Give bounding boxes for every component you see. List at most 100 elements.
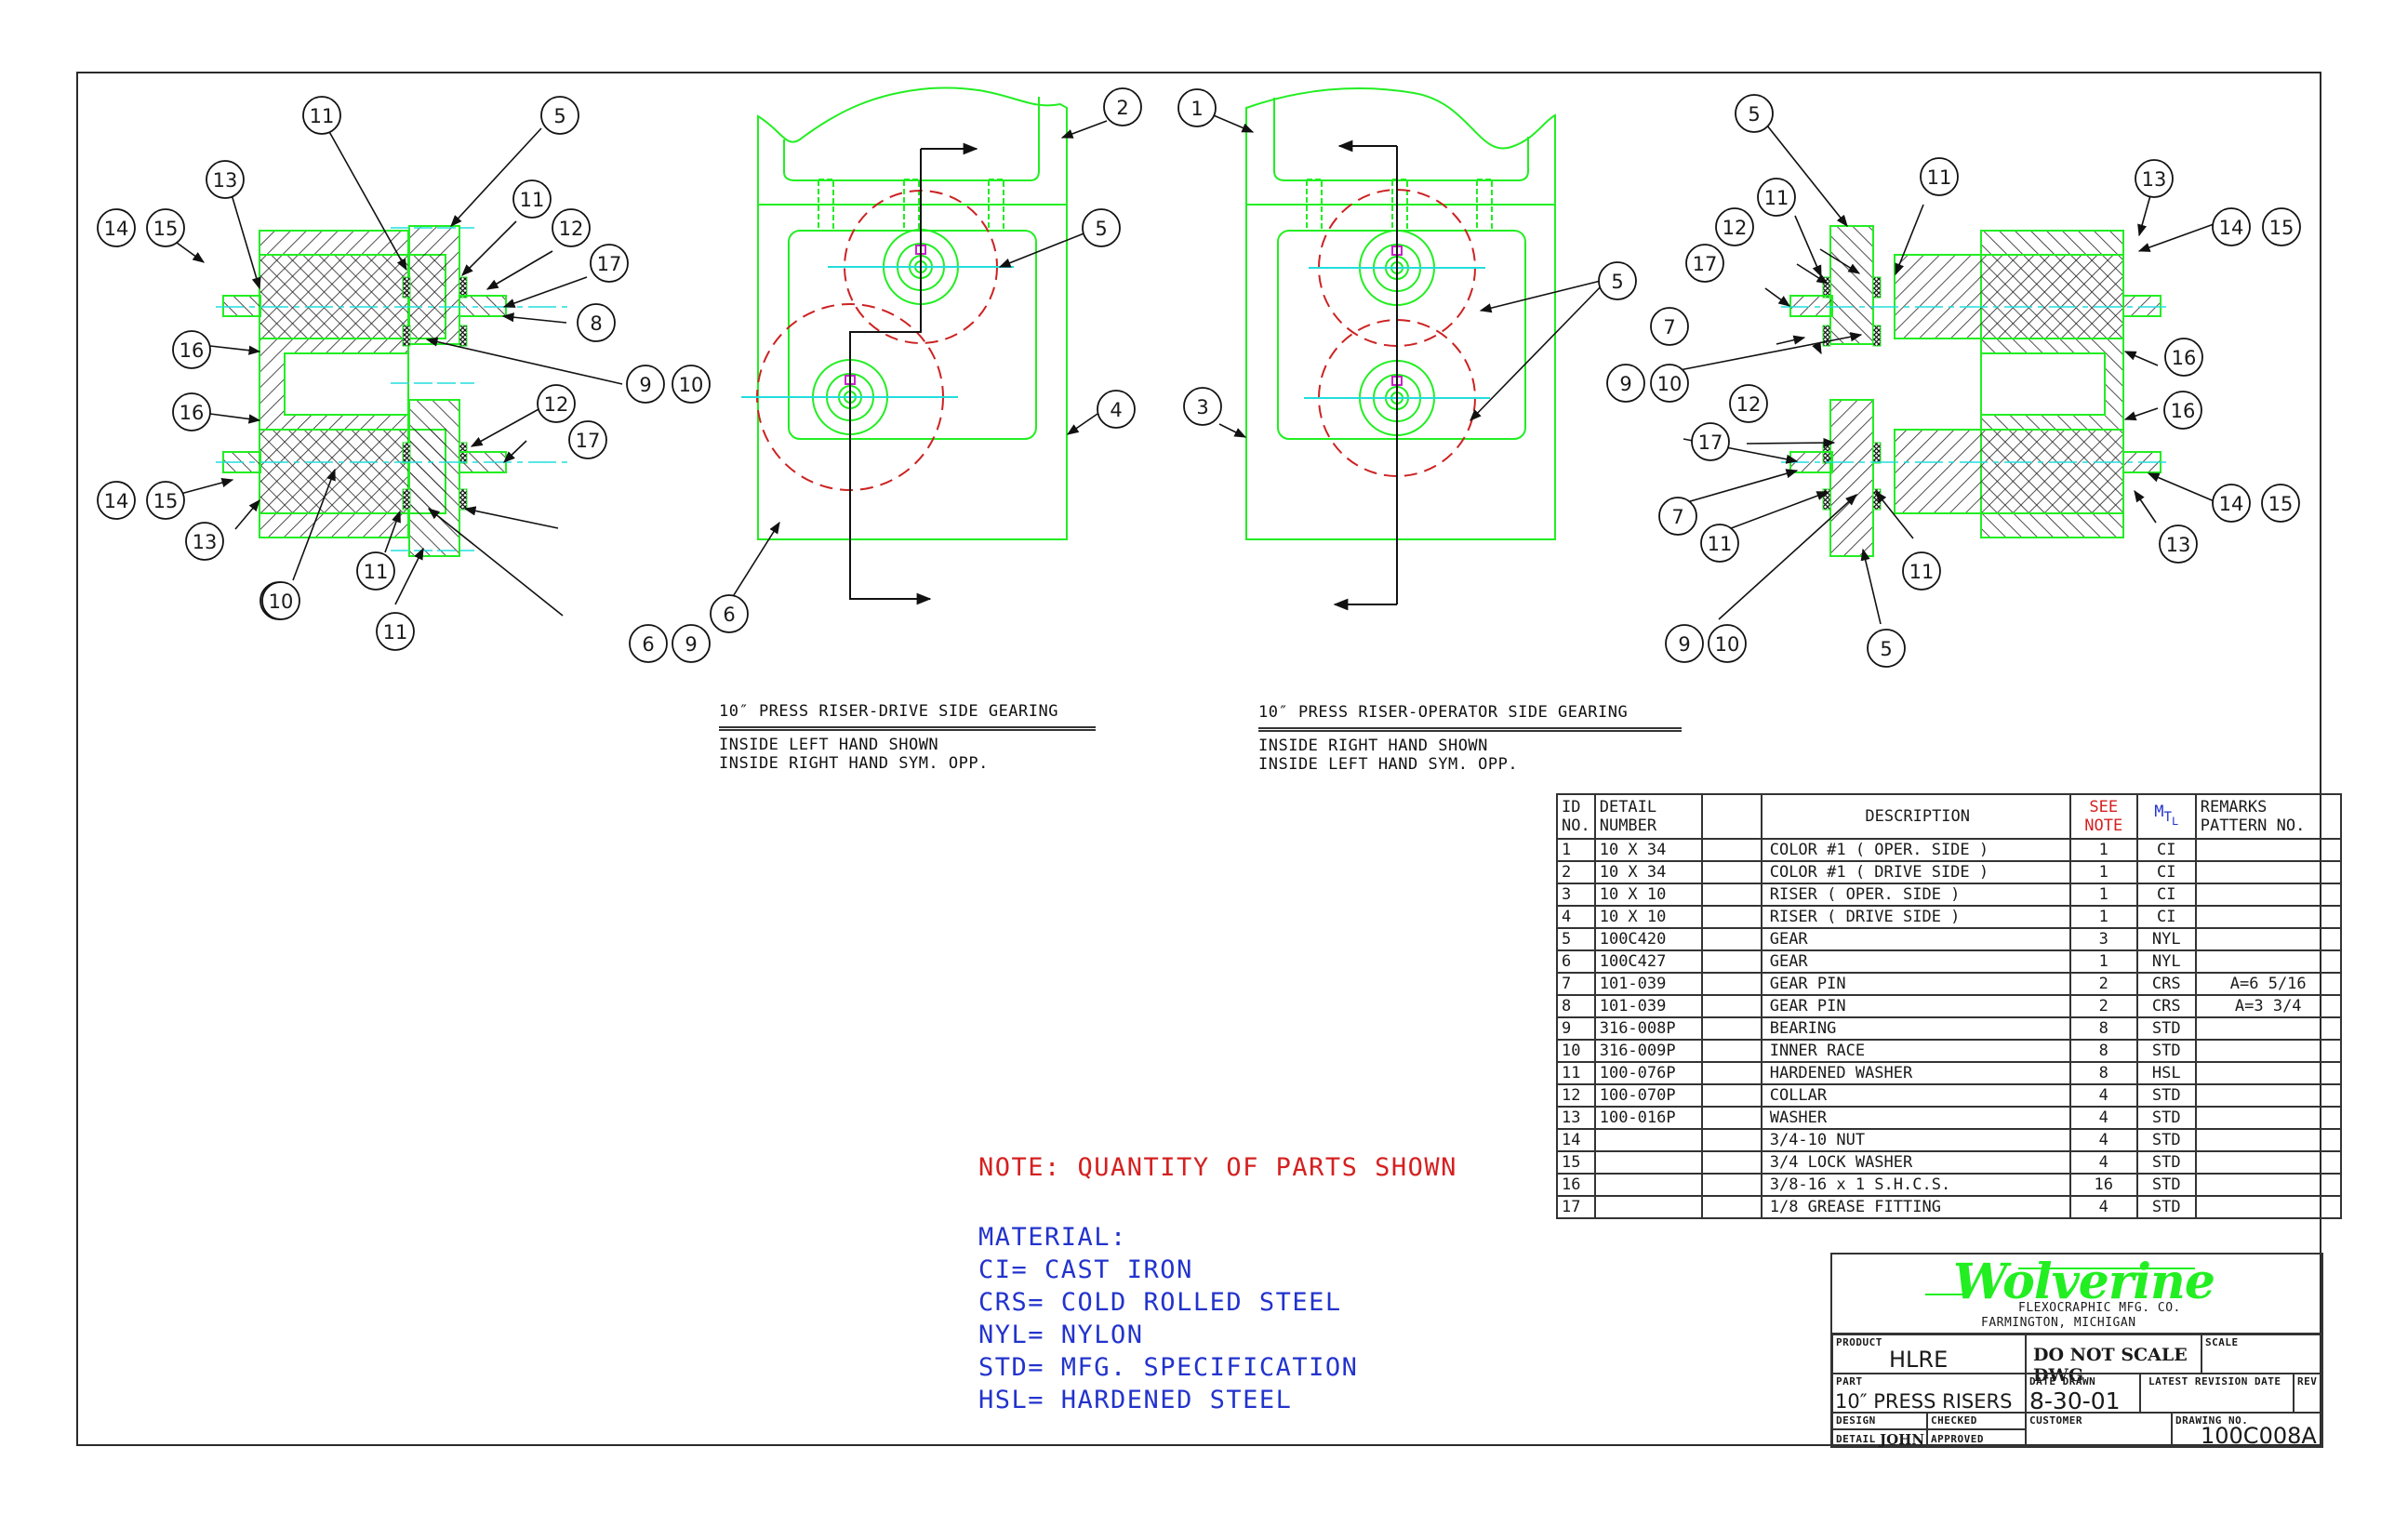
balloon-callout: 17 xyxy=(1685,244,1724,283)
balloon-callout: 11 xyxy=(1920,157,1959,196)
bom-cell-blank xyxy=(1700,1128,1762,1152)
bom-cell-remarks xyxy=(2194,860,2342,884)
operator-side-caption: 10″ PRESS RISER-OPERATOR SIDE GEARING IN… xyxy=(1258,703,1682,774)
bom-cell-mtl: STD xyxy=(2135,1106,2197,1130)
bom-cell-id: 13 xyxy=(1556,1106,1596,1130)
bom-cell-mtl: NYL xyxy=(2135,949,2197,974)
balloon-callout: 17 xyxy=(568,420,607,459)
balloon-circle xyxy=(1715,207,1754,246)
balloon-callout: 14 xyxy=(97,208,136,247)
balloon-circle xyxy=(1700,524,1739,563)
bom-cell-blank xyxy=(1700,927,1762,951)
balloon-number: 13 xyxy=(2142,168,2167,191)
balloon-number: 11 xyxy=(520,189,545,211)
bom-cell-description: RISER ( OPER. SIDE ) xyxy=(1760,883,2071,907)
sheet-border xyxy=(76,72,2321,1446)
quantity-note: NOTE: QUANTITY OF PARTS SHOWN xyxy=(978,1153,1457,1182)
balloon-circle xyxy=(1103,87,1142,126)
bom-cell-id: 17 xyxy=(1556,1195,1596,1219)
balloon-number: 5 xyxy=(1880,638,1892,660)
balloon-circle xyxy=(1606,364,1645,403)
drive-side-caption: 10″ PRESS RISER-DRIVE SIDE GEARING INSID… xyxy=(719,702,1096,773)
balloon-callout: 11 xyxy=(1902,551,1941,591)
balloon-circle xyxy=(537,384,576,423)
balloon-callout: 7 xyxy=(1650,307,1689,346)
balloon-number: 4 xyxy=(1110,399,1122,421)
balloon-callout: 11 xyxy=(376,612,415,651)
balloon-number: 12 xyxy=(1736,393,1762,416)
bom-cell-mtl: STD xyxy=(2135,1039,2197,1063)
balloon-number: 2 xyxy=(1116,97,1128,119)
balloon-number: 10 xyxy=(1715,633,1740,656)
part-value: 10″ PRESS RISERS xyxy=(1835,1390,2013,1413)
balloon-circle xyxy=(2164,338,2203,377)
balloon-callout: 9 xyxy=(626,365,665,404)
bom-cell-qty: 4 xyxy=(2068,1150,2138,1175)
bom-cell-description: 1/8 GREASE FITTING xyxy=(1760,1195,2071,1219)
gear-5 xyxy=(408,225,460,345)
balloon-callout: 13 xyxy=(2159,524,2198,564)
bom-cell-mtl: CI xyxy=(2135,838,2197,862)
balloon-circle xyxy=(2212,207,2251,246)
balloon-circle xyxy=(2163,391,2202,430)
bom-cell-id: 9 xyxy=(1556,1016,1596,1041)
balloon-callout: 14 xyxy=(2212,207,2251,246)
bom-cell-remarks: A=6 5/16 xyxy=(2194,972,2342,996)
balloon-circle xyxy=(1177,88,1217,127)
bom-cell-blank xyxy=(1700,838,1762,862)
balloon-circle xyxy=(206,160,245,199)
balloon-callout: 13 xyxy=(206,160,245,199)
balloon-circle xyxy=(172,392,211,431)
bom-cell-blank xyxy=(1700,1083,1762,1108)
bom-cell-description: COLOR #1 ( OPER. SIDE ) xyxy=(1760,838,2071,862)
operator-side-section-view xyxy=(1781,225,2167,557)
balloon-circle xyxy=(626,365,665,404)
bom-cell-mtl: HSL xyxy=(2135,1061,2197,1085)
bom-cell-qty: 16 xyxy=(2068,1173,2138,1197)
material-heading: MATERIAL: xyxy=(978,1223,1127,1252)
bom-cell-qty: 1 xyxy=(2068,883,2138,907)
balloon-number: 12 xyxy=(544,393,569,416)
balloon-circle xyxy=(1082,208,1121,247)
balloon-number: 9 xyxy=(685,633,697,656)
bom-cell-qty: 4 xyxy=(2068,1128,2138,1152)
balloon-circle xyxy=(672,624,711,663)
riser-2-outline xyxy=(757,86,1068,540)
balloon-callout: 11 xyxy=(1757,178,1796,217)
balloon-number: 11 xyxy=(1708,533,1733,555)
bom-cell-detail xyxy=(1593,1173,1703,1197)
balloon-circle xyxy=(146,208,185,247)
bom-header-material: MTL xyxy=(2135,793,2197,840)
company-name: FLEXOCRAPHIC MFG. CO. xyxy=(2018,1301,2181,1315)
balloon-callout: 6 xyxy=(710,594,749,633)
bom-cell-qty: 3 xyxy=(2068,927,2138,951)
bom-cell-id: 8 xyxy=(1556,994,1596,1018)
balloon-number: 9 xyxy=(639,374,651,396)
balloon-circle xyxy=(1598,261,1637,300)
bom-cell-blank xyxy=(1700,994,1762,1018)
balloon-callout: 5 xyxy=(1082,208,1121,247)
bom-cell-remarks xyxy=(2194,1173,2342,1197)
bom-cell-qty: 4 xyxy=(2068,1083,2138,1108)
balloon-number: 16 xyxy=(180,339,205,362)
bom-cell-blank xyxy=(1700,1039,1762,1063)
bom-cell-detail xyxy=(1593,1128,1703,1152)
balloon-number: 5 xyxy=(553,105,565,127)
company-location: FARMINGTON, MICHIGAN xyxy=(1981,1316,2136,1330)
bom-header-blank xyxy=(1700,793,1762,840)
bom-cell-description: WASHER xyxy=(1760,1106,2071,1130)
bom-cell-remarks: A=3 3/4 xyxy=(2194,994,2342,1018)
approved-cell: APPROVED xyxy=(1927,1429,2026,1446)
bom-cell-detail: 100-070P xyxy=(1593,1083,1703,1108)
balloon-circle xyxy=(512,179,552,219)
